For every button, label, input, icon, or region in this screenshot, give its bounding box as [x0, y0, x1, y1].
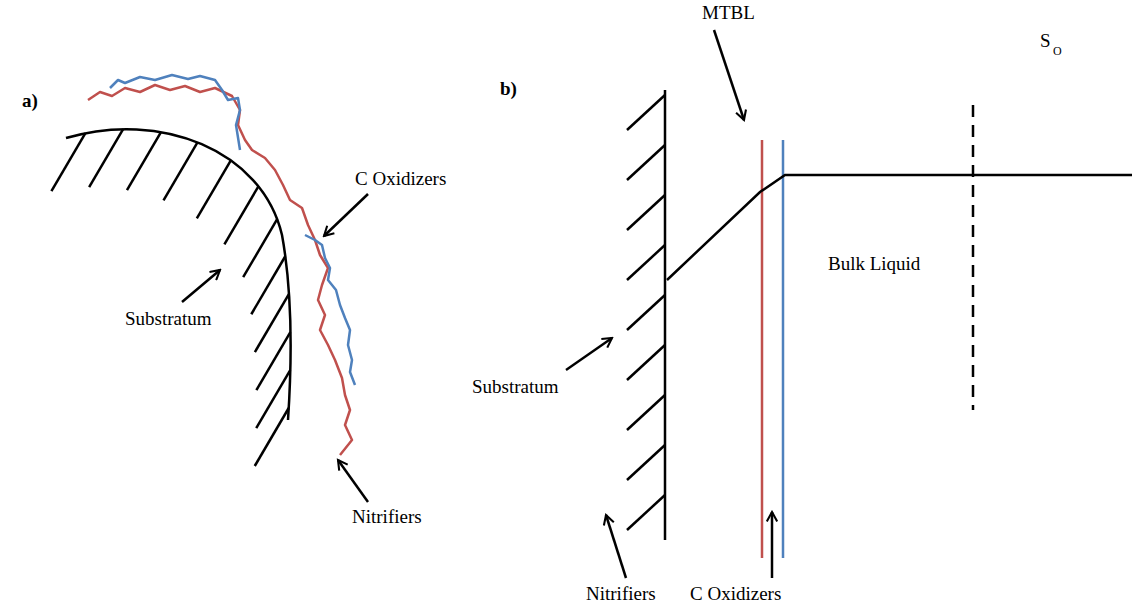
hatch-line [627, 445, 665, 480]
leader-arrow [771, 512, 774, 578]
panel-b-art [566, 30, 1132, 578]
panel-letter: b) [500, 78, 517, 100]
hatch-line [243, 219, 277, 277]
callout-label: Nitrifiers [586, 583, 656, 605]
hatch-line [127, 132, 161, 190]
substratum-surface [66, 129, 290, 420]
hatch-line [627, 295, 665, 330]
nitrifier-layer [88, 85, 352, 455]
c-oxidizer-layer [305, 235, 355, 385]
callout-label: C Oxidizers [690, 583, 781, 605]
hatch-line [251, 256, 285, 314]
hatch-line [256, 370, 290, 428]
oxygen-profile [667, 175, 1132, 280]
hatch-line [89, 129, 123, 187]
leader-arrow [566, 338, 612, 370]
c-oxidizer-layer [110, 75, 240, 150]
nitrifier-layer [761, 140, 764, 558]
leader-arrow [182, 270, 220, 302]
substratum-hatching [627, 95, 665, 530]
boundary-layer-edge [972, 105, 975, 410]
hatch-line [163, 142, 197, 200]
hatch-line [627, 195, 665, 230]
hatch-line [51, 133, 85, 191]
hatch-line [224, 186, 258, 244]
variable-subscript: O [1053, 44, 1062, 58]
callout-label: MTBL [702, 2, 755, 24]
hatch-line [627, 95, 665, 130]
callout-label: Substratum [125, 308, 212, 330]
variable-symbol: S [1040, 30, 1051, 52]
c-oxidizer-layer [782, 140, 785, 558]
region-label: Bulk Liquid [828, 253, 920, 275]
leader-arrow [606, 515, 626, 578]
callout-label: C Oxidizers [355, 168, 446, 190]
panel-a-art [51, 75, 368, 502]
hatch-line [627, 345, 665, 380]
hatch-line [627, 495, 665, 530]
callout-label: Substratum [472, 376, 559, 398]
leader-arrow [714, 30, 744, 120]
hatch-line [627, 395, 665, 430]
panel-letter: a) [22, 90, 38, 112]
callout-label: Nitrifiers [352, 506, 422, 528]
hatch-line [255, 408, 289, 466]
leader-arrow [338, 460, 368, 502]
hatch-line [256, 332, 290, 390]
substratum-hatching [51, 129, 290, 466]
hatch-line [627, 145, 665, 180]
hatch-line [627, 245, 665, 280]
leader-arrow [324, 194, 368, 236]
hatch-line [197, 160, 231, 218]
substratum-surface [664, 90, 667, 540]
